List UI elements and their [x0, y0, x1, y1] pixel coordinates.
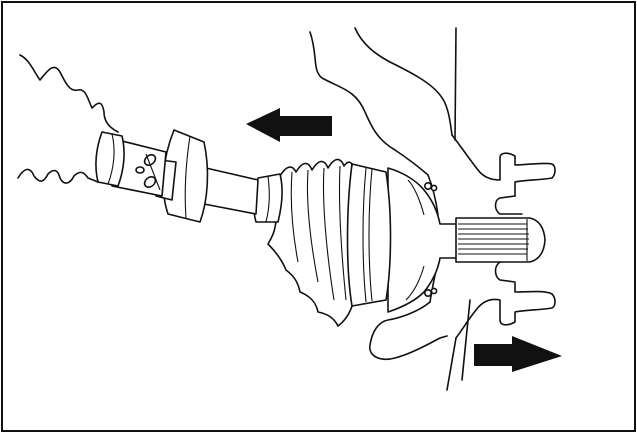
- push-right-arrow: [474, 336, 562, 372]
- boot-outer-clamp: [346, 163, 392, 307]
- drive-shaft: [203, 167, 259, 215]
- inner-joint: [111, 139, 167, 197]
- break-lines: [17, 54, 119, 184]
- outer-cv-joint: [387, 167, 459, 313]
- pull-left-arrow: [246, 108, 332, 142]
- cv-boot-bellows: [267, 158, 353, 327]
- inner-boot-clamp: [95, 131, 125, 187]
- splined-stub-shaft: [455, 217, 546, 263]
